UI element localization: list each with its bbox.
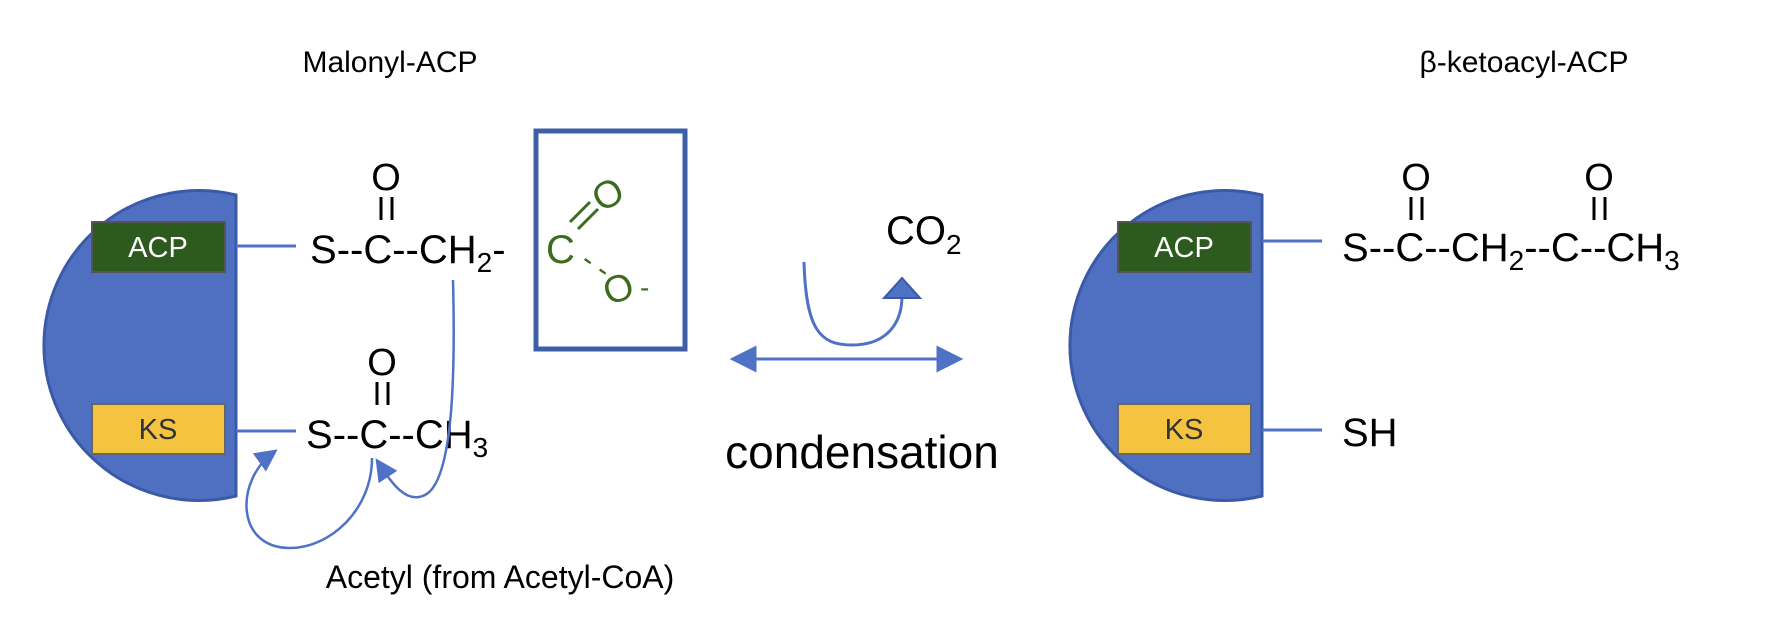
malonyl-acp-title: Malonyl-ACP (302, 46, 477, 79)
acetyl-source-label: Acetyl (from Acetyl-CoA) (326, 559, 675, 595)
right-ks-label: KS (1165, 414, 1204, 446)
ketoacyl-formula: S--C--CH2--C--CH3 (1342, 226, 1680, 276)
right-ks-box (1117, 403, 1252, 455)
carboxyl-double-bond-a (568, 200, 592, 224)
malonyl-chain: O S--C--CH2- (310, 157, 506, 278)
carboxyl-group: C O - - O - (533, 128, 688, 352)
carboxyl-charge: - (640, 272, 649, 303)
co2-release-arrowhead (881, 276, 923, 299)
condensation-label: condensation (725, 426, 999, 478)
left-acp-label: ACP (128, 232, 188, 264)
ketoacyl-acp-title: β-ketoacyl-ACP (1420, 46, 1629, 79)
reaction-center: CO2 condensation (725, 209, 999, 478)
left-ks-box (91, 403, 226, 455)
carboxyl-highlight-box (533, 128, 688, 352)
product-o2: O (1584, 157, 1614, 199)
left-enzyme: ACP KS (42, 189, 296, 502)
acetyl-o-top: O (367, 342, 397, 384)
left-acp-box (91, 221, 226, 273)
right-acp-label: ACP (1154, 232, 1214, 264)
malonyl-formula: S--C--CH2- (310, 228, 506, 278)
free-thiol-label: SH (1342, 411, 1398, 455)
acetyl-formula: S--C--CH3 (306, 413, 488, 463)
malonyl-attack-arrow (375, 279, 455, 499)
malonyl-o-top: O (371, 157, 401, 199)
acetyl-transfer-arrow (245, 449, 374, 550)
acetyl-chain: O S--C--CH3 (306, 342, 488, 463)
carboxyl-c: C (546, 228, 575, 272)
carboxyl-o-minus: O (598, 265, 640, 315)
co2-release-arrow (802, 261, 904, 347)
ketoacyl-chain: O O S--C--CH2--C--CH3 (1342, 157, 1680, 276)
co2-label: CO2 (886, 209, 962, 260)
right-acp-box (1117, 221, 1252, 273)
carboxyl-double-bond-b (576, 207, 600, 231)
mechanism-arrows (245, 279, 455, 550)
product-o1: O (1401, 157, 1431, 199)
right-enzyme: ACP KS (1068, 189, 1322, 502)
left-ks-label: KS (139, 414, 178, 446)
